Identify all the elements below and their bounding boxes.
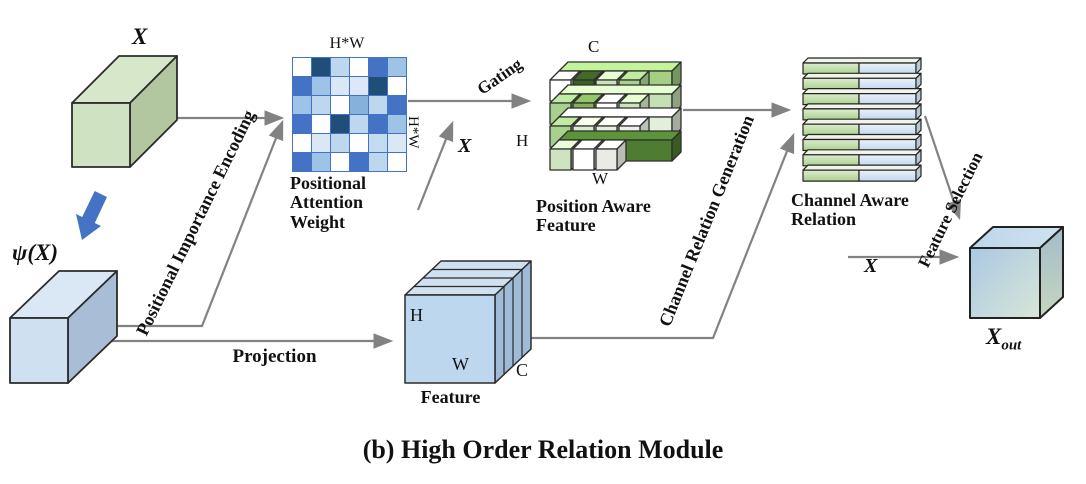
- attention-cell: [312, 153, 330, 171]
- attention-cell: [331, 58, 349, 76]
- x-input-box: [71, 55, 178, 168]
- arrow-feature-to-stack: [523, 132, 795, 340]
- attention-cell: [312, 134, 330, 152]
- attention-cell: [350, 134, 368, 152]
- position-aware-feature-label: Position Aware Feature: [536, 196, 651, 236]
- attention-cell: [369, 58, 387, 76]
- channel-aware-relation-label: Channel Aware Relation: [791, 190, 909, 230]
- psi-x-label: ψ(X): [12, 240, 59, 265]
- channel-aware-relation-stack: [802, 57, 922, 182]
- arrow-gating-x: [416, 120, 454, 211]
- positional-attention-matrix: [292, 57, 407, 172]
- gating-x-label: X: [458, 135, 472, 157]
- attention-cell: [350, 115, 368, 133]
- attention-cell: [369, 134, 387, 152]
- connector-arrows: [108, 93, 962, 349]
- attention-cell: [369, 115, 387, 133]
- projection-label: Projection: [232, 346, 317, 367]
- attention-cell: [312, 96, 330, 114]
- attention-cell: [312, 115, 330, 133]
- attention-cell: [331, 96, 349, 114]
- x-out-base: X: [986, 324, 1002, 349]
- attention-cell: [350, 153, 368, 171]
- attention-cell: [388, 58, 406, 76]
- feature-stack: [404, 260, 532, 384]
- arrow-stack-to-xout: [923, 115, 962, 221]
- feature-label: Feature: [420, 387, 481, 407]
- attention-cell: [369, 153, 387, 171]
- feature-c-label: C: [516, 360, 529, 380]
- attention-cell: [331, 77, 349, 95]
- attention-cell: [350, 96, 368, 114]
- paf-c-label: C: [588, 37, 600, 56]
- attention-cell: [331, 115, 349, 133]
- attention-cell: [293, 77, 311, 95]
- feature-h-label: H: [410, 305, 423, 325]
- attention-cell: [388, 96, 406, 114]
- arrow-psi-to-attention: [112, 119, 284, 328]
- attention-cell: [293, 153, 311, 171]
- attention-cell: [388, 115, 406, 133]
- attention-cell: [350, 58, 368, 76]
- attention-cell: [312, 77, 330, 95]
- figure-caption: (b) High Order Relation Module: [362, 435, 724, 464]
- attention-cell: [331, 153, 349, 171]
- attention-cell: [293, 96, 311, 114]
- blue-transform-arrow: [76, 191, 107, 240]
- attention-cell: [369, 77, 387, 95]
- attention-cell: [331, 134, 349, 152]
- attention-cell: [293, 58, 311, 76]
- paf-h-label: H: [516, 131, 529, 150]
- x-out-cube: [969, 226, 1064, 319]
- x-select-label: X: [864, 255, 878, 277]
- attention-cell: [388, 153, 406, 171]
- attention-cell: [293, 134, 311, 152]
- hw-top-label: H*W: [329, 35, 365, 52]
- position-aware-feature-block: [549, 61, 682, 171]
- hw-side-label: H*W: [405, 116, 422, 149]
- attention-cell: [388, 77, 406, 95]
- paf-w-label: W: [592, 169, 609, 188]
- attention-cell: [293, 115, 311, 133]
- x-out-label: Xout: [986, 324, 1022, 354]
- x-input-label: X: [132, 24, 148, 49]
- attention-cell: [350, 77, 368, 95]
- attention-cell: [388, 134, 406, 152]
- positional-attention-weight-label: Positional Attention Weight: [290, 173, 367, 232]
- x-out-subscript: out: [1001, 337, 1022, 354]
- psi-x-box: [9, 270, 118, 384]
- attention-cell: [312, 58, 330, 76]
- feature-w-label: W: [452, 354, 469, 374]
- attention-cell: [369, 96, 387, 114]
